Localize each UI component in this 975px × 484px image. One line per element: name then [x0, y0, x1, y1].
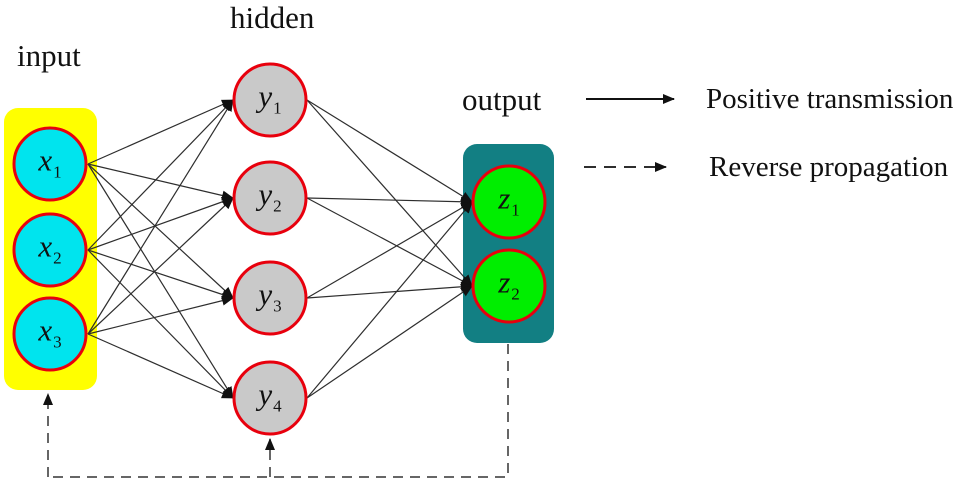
reverse-propagation-path [43, 344, 509, 478]
node-letter: y [258, 78, 273, 114]
legend-positive-label: Positive transmission [706, 83, 954, 115]
connection-line [87, 197, 234, 251]
node-label-x3: x3 [38, 314, 61, 350]
connection-line [87, 163, 234, 399]
connection-line [87, 163, 234, 299]
node-label-x2: x2 [38, 230, 61, 266]
node-letter: z [498, 180, 511, 216]
hidden-output-connections [306, 99, 473, 399]
node-letter: y [258, 276, 273, 312]
node-sub: 3 [53, 332, 62, 352]
node-letter: x [38, 228, 53, 264]
node-label-x1: x1 [38, 144, 61, 180]
connection-line [306, 99, 473, 203]
connection-line [306, 285, 473, 399]
connection-line [87, 99, 234, 165]
output-node-z2 [471, 248, 547, 324]
connection-line [306, 196, 473, 207]
node-sub: 1 [511, 200, 520, 220]
node-label-y4: y4 [258, 378, 281, 414]
node-letter: x [38, 142, 53, 178]
node-letter: z [498, 264, 511, 300]
hidden-nodes [232, 62, 308, 436]
connection-line [306, 99, 473, 287]
output-layer-label: output [462, 82, 542, 117]
node-sub: 2 [511, 284, 520, 304]
hidden-node-y3 [232, 260, 308, 336]
connection-line [306, 201, 473, 399]
input-node-x3 [12, 296, 88, 372]
output-node-z1 [471, 164, 547, 240]
node-sub: 2 [273, 196, 282, 216]
input-node-x1 [12, 126, 88, 202]
node-label-y2: y2 [258, 178, 281, 214]
node-letter: y [258, 376, 273, 412]
hidden-node-y2 [232, 160, 308, 236]
legend-arrows [584, 94, 675, 172]
node-label-y3: y3 [258, 278, 281, 314]
node-letter: y [258, 176, 273, 212]
connection-line [306, 197, 473, 287]
output-nodes [471, 164, 547, 324]
connection-line [87, 99, 234, 335]
input-layer-label: input [17, 38, 81, 73]
connection-line [87, 197, 234, 335]
node-letter: x [38, 312, 53, 348]
input-node-x2 [12, 212, 88, 288]
node-sub: 1 [53, 162, 62, 182]
node-sub: 4 [273, 396, 282, 416]
connection-line [87, 295, 234, 335]
input-nodes [12, 126, 88, 372]
node-sub: 2 [53, 248, 62, 268]
connection-line [87, 163, 234, 201]
connection-line [306, 201, 473, 299]
connection-line [87, 249, 234, 399]
node-label-z1: z1 [498, 182, 520, 218]
connection-line [306, 281, 473, 299]
connection-line [87, 333, 234, 399]
node-sub: 3 [273, 296, 282, 316]
node-label-y1: y1 [258, 80, 281, 116]
hidden-layer-label: hidden [230, 0, 315, 35]
hidden-node-y4 [232, 360, 308, 436]
hidden-node-y1 [232, 62, 308, 138]
node-sub: 1 [273, 98, 282, 118]
connection-line [87, 99, 234, 251]
legend-reverse-label: Reverse propagation [709, 151, 949, 183]
node-label-z2: z2 [498, 266, 520, 302]
input-hidden-connections [87, 99, 234, 399]
connection-line [87, 249, 234, 300]
